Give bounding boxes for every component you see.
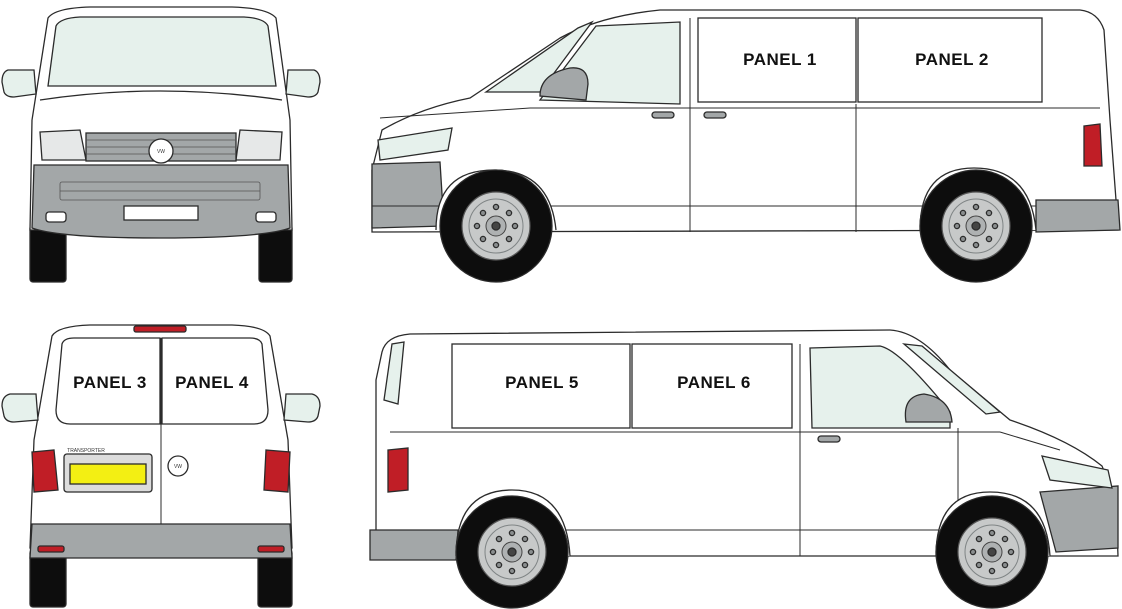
side-left-rear-wheel xyxy=(455,495,569,609)
side-left-rear-bumper xyxy=(369,529,459,561)
side-right-headlight xyxy=(377,127,453,161)
rear-bumper-left-reflector xyxy=(37,545,65,553)
rear-license-plate xyxy=(69,463,147,485)
side-left-panel-6 xyxy=(631,343,793,429)
front-right-headlight xyxy=(235,129,283,161)
side-right-panel-1 xyxy=(697,17,857,103)
panel-3-label: PANEL 3 xyxy=(73,373,147,392)
front-vw-logo-text: VW xyxy=(157,149,165,155)
front-left-headlight xyxy=(39,129,87,161)
rear-vw-logo-icon xyxy=(167,455,189,477)
side-right-tail-light xyxy=(1083,123,1103,167)
front-view: VW xyxy=(1,6,321,283)
side-left-rear-window xyxy=(383,341,405,405)
side-right-panel-2 xyxy=(857,17,1043,103)
panel-6-label: PANEL 6 xyxy=(677,373,751,392)
side-left-tail-light xyxy=(387,447,409,493)
side-right-cab-handle xyxy=(651,111,675,119)
front-right-mirror xyxy=(285,69,321,98)
rear-panel-4 xyxy=(161,337,269,425)
side-left-cab-handle xyxy=(817,435,841,443)
rear-left-mirror xyxy=(1,393,39,423)
rear-panel-3 xyxy=(55,337,161,425)
rear-right-tail-light xyxy=(263,449,291,493)
panel-4-label: PANEL 4 xyxy=(175,373,249,392)
panel-5-label: PANEL 5 xyxy=(505,373,579,392)
side-left-front-wheel xyxy=(935,495,1049,609)
panel-2-label: PANEL 2 xyxy=(915,50,989,69)
front-right-foglight xyxy=(255,211,277,223)
front-vw-logo-icon xyxy=(148,138,174,164)
front-windshield xyxy=(47,16,277,87)
side-right-windshield xyxy=(483,20,594,93)
side-view-left: PANEL 5 PANEL 6 xyxy=(369,329,1119,609)
side-left-headlight xyxy=(1041,455,1113,489)
side-right-rear-wheel xyxy=(919,169,1033,283)
rear-brake-light xyxy=(133,325,187,333)
front-bumper xyxy=(31,164,291,239)
rear-left-tail-light xyxy=(31,449,59,493)
side-right-slide-handle xyxy=(703,111,727,119)
front-left-foglight xyxy=(45,211,67,223)
front-license-plate xyxy=(123,205,199,221)
rear-view: PANEL 3 PANEL 4 TRANSPORTER VW xyxy=(1,324,321,608)
rear-vw-logo-text: VW xyxy=(174,464,182,470)
side-view-right: PANEL 1 PANEL 2 xyxy=(371,9,1121,283)
front-left-mirror xyxy=(1,69,37,98)
side-right-mirror xyxy=(539,67,589,101)
side-left-front-bumper xyxy=(1039,485,1119,553)
rear-model-text: TRANSPORTER xyxy=(67,448,105,454)
rear-bumper xyxy=(29,523,293,559)
side-left-windshield xyxy=(901,343,1002,415)
side-left-mirror xyxy=(904,393,953,423)
side-right-front-bumper xyxy=(371,161,445,229)
panel-1-label: PANEL 1 xyxy=(743,50,817,69)
side-right-front-wheel xyxy=(439,169,553,283)
rear-right-mirror xyxy=(283,393,321,423)
side-right-rear-bumper xyxy=(1035,199,1121,233)
side-left-panel-5 xyxy=(451,343,631,429)
rear-bumper-right-reflector xyxy=(257,545,285,553)
